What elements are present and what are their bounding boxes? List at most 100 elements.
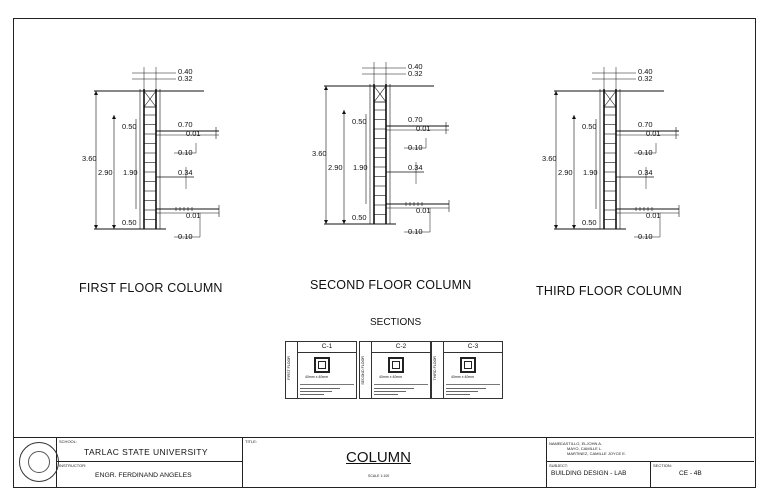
title-caption: TITLE: [245, 439, 258, 444]
col3-dim-001-lower-label: 0.01 [646, 211, 661, 220]
dimension-arrow [554, 91, 558, 95]
section-note-line [374, 394, 398, 395]
subject-cell: SUBJECT: BUILDING DESIGN - LAB [547, 462, 651, 487]
col3-dim-050-top-label: 0.50 [582, 122, 597, 131]
logo-cell [14, 438, 59, 487]
section-note-line [374, 388, 414, 389]
title-block: SCHOOL: TARLAC STATE UNIVERSITY INSTRUCT… [14, 437, 754, 487]
dimension-arrow [112, 115, 116, 119]
student-name-1: CASTILLO, ELJOHN A. [560, 441, 603, 446]
dimension-arrow [112, 225, 116, 229]
instructor-caption: INSTRUCTOR: [59, 463, 87, 468]
col1-dim-032-label: 0.32 [178, 74, 193, 83]
section-c1-size: 40mm x 40mm [305, 375, 329, 379]
col1-dim-034-label: 0.34 [178, 168, 193, 177]
second-floor-column-title: SECOND FLOOR COLUMN [310, 278, 472, 292]
col3-dim-190-label: 1.90 [583, 168, 598, 177]
section-caption: SECTION: [653, 463, 672, 468]
col2-dim-001-upper-label: 0.01 [416, 124, 431, 133]
section-c2: SECOND FLOOR C-2 40mm x 40mm [359, 341, 431, 399]
col1-dim-040-label: 0.40 [178, 67, 193, 76]
section-c1-label: C-1 [298, 342, 356, 353]
col3-cap-cross-b [603, 90, 617, 108]
section-note-line [446, 391, 478, 392]
section-note-line [374, 391, 406, 392]
dimension-arrow [554, 225, 558, 229]
col2-dim-034-label: 0.34 [408, 163, 423, 172]
col1-dim-010-lower-label: 0.10 [178, 232, 193, 241]
section-c3-square-icon [460, 357, 476, 373]
section-name: CE - 4B [679, 470, 702, 477]
col3-dim-070-label: 0.70 [638, 120, 653, 129]
name-caption: NAME: [549, 441, 562, 446]
col3-dim-010-lower-label: 0.10 [638, 232, 653, 241]
col2-dim-290-label: 2.90 [328, 163, 343, 172]
section-note-line [300, 394, 324, 395]
section-c3: THIRD FLOOR C-3 40mm x 40mm [431, 341, 503, 399]
section-c2-label: C-2 [372, 342, 430, 353]
names-cell: NAME: CASTILLO, ELJOHN A. MAYO, CAMILLE … [547, 438, 754, 462]
section-note-line [446, 388, 486, 389]
col2-dim-010-upper-label: 0.10 [408, 143, 423, 152]
dimension-arrow [342, 220, 346, 224]
instructor-name: ENGR. FERDINAND ANGELES [95, 472, 192, 479]
col1-dim-190-label: 1.90 [123, 168, 138, 177]
col3-dim-034-label: 0.34 [638, 168, 653, 177]
col2-dim-040-label: 0.40 [408, 62, 423, 71]
col2-dim-360-label: 3.60 [312, 149, 327, 158]
sections-title: SECTIONS [370, 317, 422, 328]
section-note-line [446, 394, 470, 395]
col3-dim-032-label: 0.32 [638, 74, 653, 83]
student-name-2: MAYO, CAMILLE L. [567, 446, 603, 451]
section-c2-floor-strip: SECOND FLOOR [360, 342, 372, 398]
dimension-arrow [572, 115, 576, 119]
section-c1-notes [300, 384, 354, 395]
col2-dim-010-lower-label: 0.10 [408, 227, 423, 236]
col2-dim-190-label: 1.90 [353, 163, 368, 172]
col1-dim-070-label: 0.70 [178, 120, 193, 129]
col1-dim-010-upper-label: 0.10 [178, 148, 193, 157]
title-cell: TITLE: COLUMN SCALE 1:100 [243, 438, 547, 487]
col2-dim-050-top-label: 0.50 [352, 117, 367, 126]
section-cell: SECTION: CE - 4B [651, 462, 754, 487]
dimension-arrow [572, 225, 576, 229]
first-floor-column-title: FIRST FLOOR COLUMN [79, 281, 223, 295]
section-c1-floor-strip: FIRST FLOOR [286, 342, 298, 398]
section-c3-floor-strip: THIRD FLOOR [432, 342, 444, 398]
school-cell: SCHOOL: TARLAC STATE UNIVERSITY [57, 438, 243, 462]
col1-dim-050-top-label: 0.50 [122, 122, 137, 131]
section-c3-notes [446, 384, 500, 395]
col1-cap-cross-b [143, 90, 157, 108]
dimension-arrow [324, 220, 328, 224]
col3-dim-040-label: 0.40 [638, 67, 653, 76]
col3-dim-360-label: 3.60 [542, 154, 557, 163]
col2-dim-050-bot-label: 0.50 [352, 213, 367, 222]
dimension-arrow [94, 91, 98, 95]
drawing-scale: SCALE 1:100 [368, 474, 390, 478]
section-c3-label: C-3 [444, 342, 502, 353]
subject-name: BUILDING DESIGN - LAB [551, 470, 627, 477]
section-c1-square-icon [314, 357, 330, 373]
dimension-arrow [342, 110, 346, 114]
school-caption: SCHOOL: [59, 439, 78, 444]
section-c2-size: 40mm x 40mm [379, 375, 403, 379]
section-c2-square-icon [388, 357, 404, 373]
col3-dim-010-upper-label: 0.10 [638, 148, 653, 157]
section-c3-size: 40mm x 40mm [451, 375, 475, 379]
dimension-arrow [324, 86, 328, 90]
third-floor-column-title: THIRD FLOOR COLUMN [536, 284, 682, 298]
university-seal-icon [19, 442, 59, 482]
col2-cap-cross-b [373, 85, 387, 103]
col3-dim-050-bot-label: 0.50 [582, 218, 597, 227]
col1-dim-001-lower-label: 0.01 [186, 211, 201, 220]
instructor-cell: INSTRUCTOR: ENGR. FERDINAND ANGELES [57, 462, 243, 487]
section-c1: FIRST FLOOR C-1 40mm x 40mm [285, 341, 357, 399]
section-note-line [300, 388, 340, 389]
col2-dim-032-label: 0.32 [408, 69, 423, 78]
col3-dim-290-label: 2.90 [558, 168, 573, 177]
col1-dim-290-label: 2.90 [98, 168, 113, 177]
school-name: TARLAC STATE UNIVERSITY [84, 447, 208, 457]
